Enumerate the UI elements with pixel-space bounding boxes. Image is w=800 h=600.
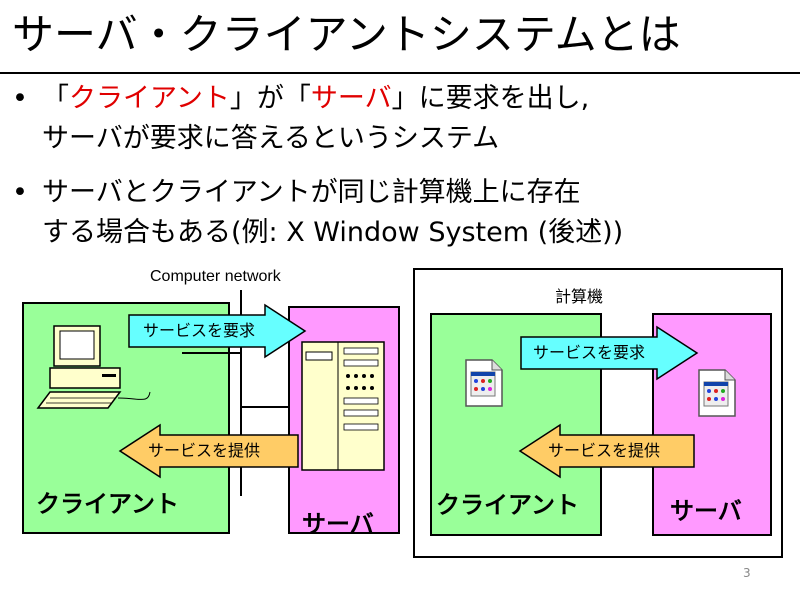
request-arrow-right: サービスを要求 — [520, 325, 699, 381]
computer-icon — [36, 325, 151, 409]
slide-title: サーバ・クライアントシステムとは — [12, 10, 681, 59]
text-fragment: 」が「 — [229, 83, 311, 114]
network-line — [240, 290, 242, 496]
server-label-right: サーバ — [670, 497, 742, 525]
bullet-marker: • — [12, 177, 28, 208]
request-arrow-right-text: サービスを要求 — [533, 343, 645, 362]
client-connection-line — [182, 352, 240, 354]
page-number: 3 — [743, 566, 751, 580]
server-label-left: サーバ — [302, 510, 374, 538]
server-app-icon — [698, 369, 736, 417]
request-arrow-left-text: サービスを要求 — [143, 321, 255, 340]
client-app-icon — [465, 359, 503, 407]
bullet-1-line-1: 「クライアント」が「サーバ」に要求を出し, — [42, 82, 589, 116]
server-connection-line — [240, 406, 290, 408]
client-label-left: クライアント — [36, 490, 180, 518]
highlight-server: サーバ — [310, 83, 392, 114]
provide-arrow-left: サービスを提供 — [118, 423, 299, 479]
client-label-right: クライアント — [436, 491, 580, 519]
bullet-marker: • — [12, 83, 28, 114]
bullet-2-line-1: サーバとクライアントが同じ計算機上に存在 — [42, 177, 581, 208]
network-label: Computer network — [150, 268, 281, 285]
text-fragment: 」に要求を出し, — [391, 83, 590, 114]
text-fragment: 「 — [42, 83, 69, 114]
computer-label: 計算機 — [555, 287, 604, 306]
request-arrow-left: サービスを要求 — [128, 303, 307, 359]
provide-arrow-left-text: サービスを提供 — [148, 441, 260, 460]
server-rack-icon — [301, 341, 385, 471]
provide-arrow-right: サービスを提供 — [518, 423, 695, 479]
highlight-client: クライアント — [69, 83, 230, 114]
bullet-1-line-2: サーバが要求に答えるというシステム — [42, 123, 500, 154]
title-divider — [0, 72, 800, 74]
server-box-right: サーバ — [652, 313, 772, 536]
provide-arrow-right-text: サービスを提供 — [548, 441, 660, 460]
bullet-2-line-2: する場合もある(例: X Window System (後述)) — [42, 217, 624, 248]
